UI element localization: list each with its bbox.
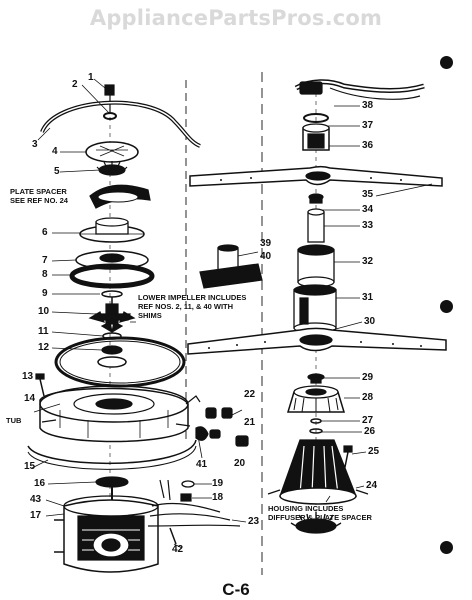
part-28-filter-housing xyxy=(286,385,346,413)
binder-hole-top xyxy=(440,56,453,69)
part-41-clip xyxy=(195,426,209,441)
part-22-bushing xyxy=(205,407,233,419)
part-13-screw xyxy=(35,373,45,397)
callout-7: 7 xyxy=(42,255,48,266)
part-4-plate xyxy=(85,141,139,163)
callout-32: 32 xyxy=(362,256,374,267)
part-36-hub xyxy=(302,123,330,151)
part-38-hose xyxy=(294,79,425,100)
part-31-tube xyxy=(293,284,337,334)
part-19-grommet xyxy=(181,480,195,488)
callout-19: 19 xyxy=(212,478,224,489)
callout-36: 36 xyxy=(362,140,374,151)
part-25-screw xyxy=(343,445,353,473)
part-30-lower-spray-arm xyxy=(187,327,447,355)
callout-4: 4 xyxy=(52,146,58,157)
callout-2: 2 xyxy=(72,79,78,90)
callout-17: 17 xyxy=(30,510,42,521)
page-label: C-6 xyxy=(222,580,250,599)
part-6-hub xyxy=(79,217,145,243)
part-8-gasket xyxy=(69,263,155,289)
callout-38: 38 xyxy=(362,100,374,111)
callout-39: 39 xyxy=(260,238,272,249)
callout-26: 26 xyxy=(364,426,376,437)
callout-40: 40 xyxy=(260,251,272,262)
note-impeller-line3: SHIMS xyxy=(138,311,162,320)
callout-5: 5 xyxy=(54,166,60,177)
note-plate-spacer-line2: SEE REF NO. 24 xyxy=(10,196,68,205)
callout-13: 13 xyxy=(22,371,34,382)
callout-15: 15 xyxy=(24,461,36,472)
part-18-nut xyxy=(180,493,192,502)
part-39-bushing xyxy=(217,244,239,271)
part-14-pump-base xyxy=(39,385,201,443)
callout-20: 20 xyxy=(234,458,246,469)
part-33-tube xyxy=(307,208,325,243)
binder-hole-bottom xyxy=(440,541,453,554)
callout-14: 14 xyxy=(24,393,36,404)
callout-12: 12 xyxy=(38,342,50,353)
callout-18: 18 xyxy=(212,492,224,503)
part-34-nut xyxy=(308,193,324,204)
note-tub: TUB xyxy=(6,416,22,425)
callout-37: 37 xyxy=(362,120,374,131)
callout-21: 21 xyxy=(244,417,256,428)
note-impeller-line2: REF NOS. 2, 11, & 40 WITH xyxy=(138,302,234,311)
callout-31: 31 xyxy=(362,292,374,303)
callout-8: 8 xyxy=(42,269,48,280)
part-5-gear xyxy=(96,161,128,176)
part-42-pin xyxy=(169,527,177,545)
callout-42: 42 xyxy=(172,544,184,555)
callout-10: 10 xyxy=(38,306,50,317)
diffuser-gear xyxy=(290,512,342,534)
part-15-gasket xyxy=(27,439,197,465)
callout-27: 27 xyxy=(362,415,374,426)
part-20-bushing xyxy=(235,435,249,447)
watermark: AppliancePartsPros.com xyxy=(89,6,383,30)
callout-11: 11 xyxy=(38,326,49,337)
part-32-tube xyxy=(297,244,335,288)
part-2-washer xyxy=(103,112,117,120)
callout-16: 16 xyxy=(34,478,46,489)
note-housing-line2: DIFFUSER & PLATE SPACER xyxy=(268,513,372,522)
callout-43: 43 xyxy=(30,494,42,505)
part-37-seal xyxy=(303,113,329,123)
part-24-housing xyxy=(267,439,369,505)
note-housing-line1: HOUSING INCLUDES xyxy=(268,504,344,513)
part-40-shims xyxy=(199,263,263,289)
part-23-wire-harness xyxy=(147,479,241,527)
part-9-spring xyxy=(101,290,123,298)
callout-28: 28 xyxy=(362,392,374,403)
note-impeller-line1: LOWER IMPELLER INCLUDES xyxy=(138,293,247,302)
part-17-motor xyxy=(54,495,159,573)
callout-25: 25 xyxy=(368,446,380,457)
binder-hole-middle xyxy=(440,300,453,313)
part-35-upper-spray-arm xyxy=(189,165,443,187)
part-21-bushing xyxy=(209,429,221,439)
part-29-cap xyxy=(307,373,325,384)
callout-29: 29 xyxy=(362,372,374,383)
callout-33: 33 xyxy=(362,220,374,231)
callout-30: 30 xyxy=(364,316,376,327)
callout-1: 1 xyxy=(88,72,94,83)
callout-6: 6 xyxy=(42,227,48,238)
callout-41: 41 xyxy=(196,459,208,470)
part-10-impeller xyxy=(88,303,136,334)
callout-24: 24 xyxy=(366,480,378,491)
callout-35: 35 xyxy=(362,189,374,200)
part-12-bearing xyxy=(97,345,127,368)
callout-34: 34 xyxy=(362,204,374,215)
callout-3: 3 xyxy=(32,139,38,150)
callout-22: 22 xyxy=(244,389,256,400)
note-plate-spacer-line1: PLATE SPACER xyxy=(10,187,67,196)
plate-spacer xyxy=(89,184,151,209)
callout-23: 23 xyxy=(248,516,260,527)
callout-9: 9 xyxy=(42,288,48,299)
part-26-o-ring xyxy=(309,428,323,434)
